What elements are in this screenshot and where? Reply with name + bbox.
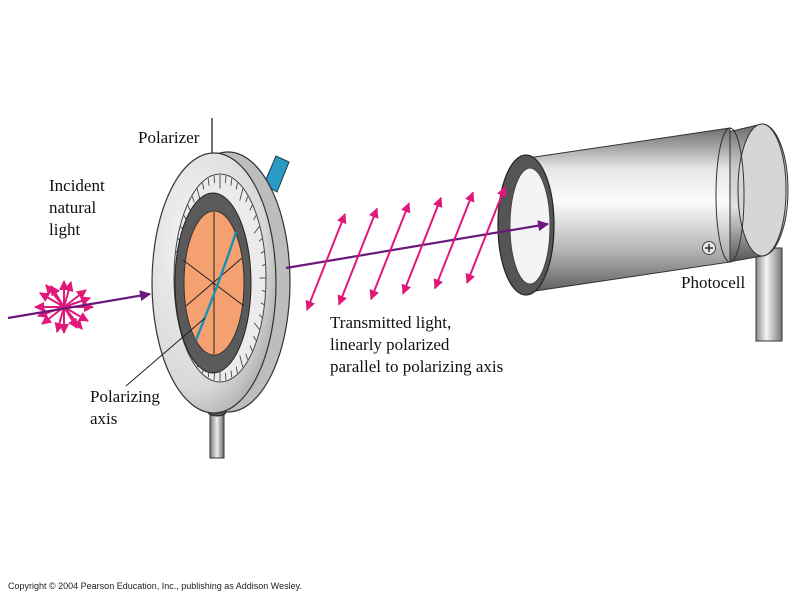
scale-tick [230, 178, 233, 186]
incident-light-arrow [41, 289, 87, 325]
leader-lines [125, 317, 206, 387]
scale-tick [235, 366, 238, 374]
scale-tick [230, 370, 233, 378]
scale-tick [261, 290, 266, 292]
scale-tick [260, 302, 265, 305]
scale-tick [249, 205, 253, 211]
scale-tick [239, 355, 244, 368]
polarizer [151, 118, 291, 459]
plus-terminal-icon [702, 241, 716, 255]
incident-label-line-3: light [49, 220, 81, 239]
scale-tick [187, 205, 191, 211]
photocell-label: Photocell [681, 273, 746, 292]
polarizer-stem [209, 411, 225, 459]
photocell [497, 123, 789, 342]
scale-tick [191, 196, 195, 203]
polarized-wave-arrow [433, 191, 475, 290]
polarizing-axis-leader [125, 317, 206, 387]
incident-label-line-1: Incident [49, 176, 105, 195]
polarizing-axis-label-line-1: Polarizing [90, 387, 160, 406]
scale-tick [249, 345, 253, 351]
transmitted-label-line-3: parallel to polarizing axis [330, 357, 504, 376]
scale-tick [235, 182, 238, 190]
polarized-wave-arrow [337, 207, 379, 306]
polarizer-label: Polarizer [138, 128, 200, 147]
polarizing-axis-label-line-2: axis [90, 409, 118, 428]
copyright-notice: Copyright © 2004 Pearson Education, Inc.… [8, 581, 302, 591]
scale-tick [245, 353, 249, 360]
scale-tick [207, 178, 210, 186]
scale-tick [239, 188, 244, 201]
polarized-wave-arrow [305, 213, 347, 311]
scale-tick [245, 196, 249, 203]
transmitted-label-line-1: Transmitted light, [330, 313, 452, 332]
scale-tick [261, 264, 266, 266]
scale-tick [202, 182, 205, 190]
scale-tick [258, 314, 263, 318]
polarizing-axis-line [194, 231, 238, 341]
photocell-cylinder [527, 127, 731, 293]
scale-tick [258, 238, 263, 242]
polarized-wave-arrow [369, 202, 411, 301]
filter-lines [182, 212, 245, 354]
scale-tick [253, 215, 257, 220]
photocell-post [755, 247, 783, 342]
scale-tick [260, 251, 265, 254]
scale-tick [253, 322, 260, 330]
polarized-wave-arrow [401, 196, 443, 295]
transmitted-label-line-2: linearly polarized [330, 335, 450, 354]
incident-beam [7, 290, 152, 320]
incident-label-line-2: natural [49, 198, 97, 217]
incident-light-star [34, 280, 94, 334]
transmitted-wave-arrows [305, 186, 507, 311]
scale-tick [253, 226, 260, 234]
polarized-wave-arrow [465, 186, 507, 284]
scale-tick [253, 336, 257, 341]
polarizer-knob [263, 155, 290, 193]
